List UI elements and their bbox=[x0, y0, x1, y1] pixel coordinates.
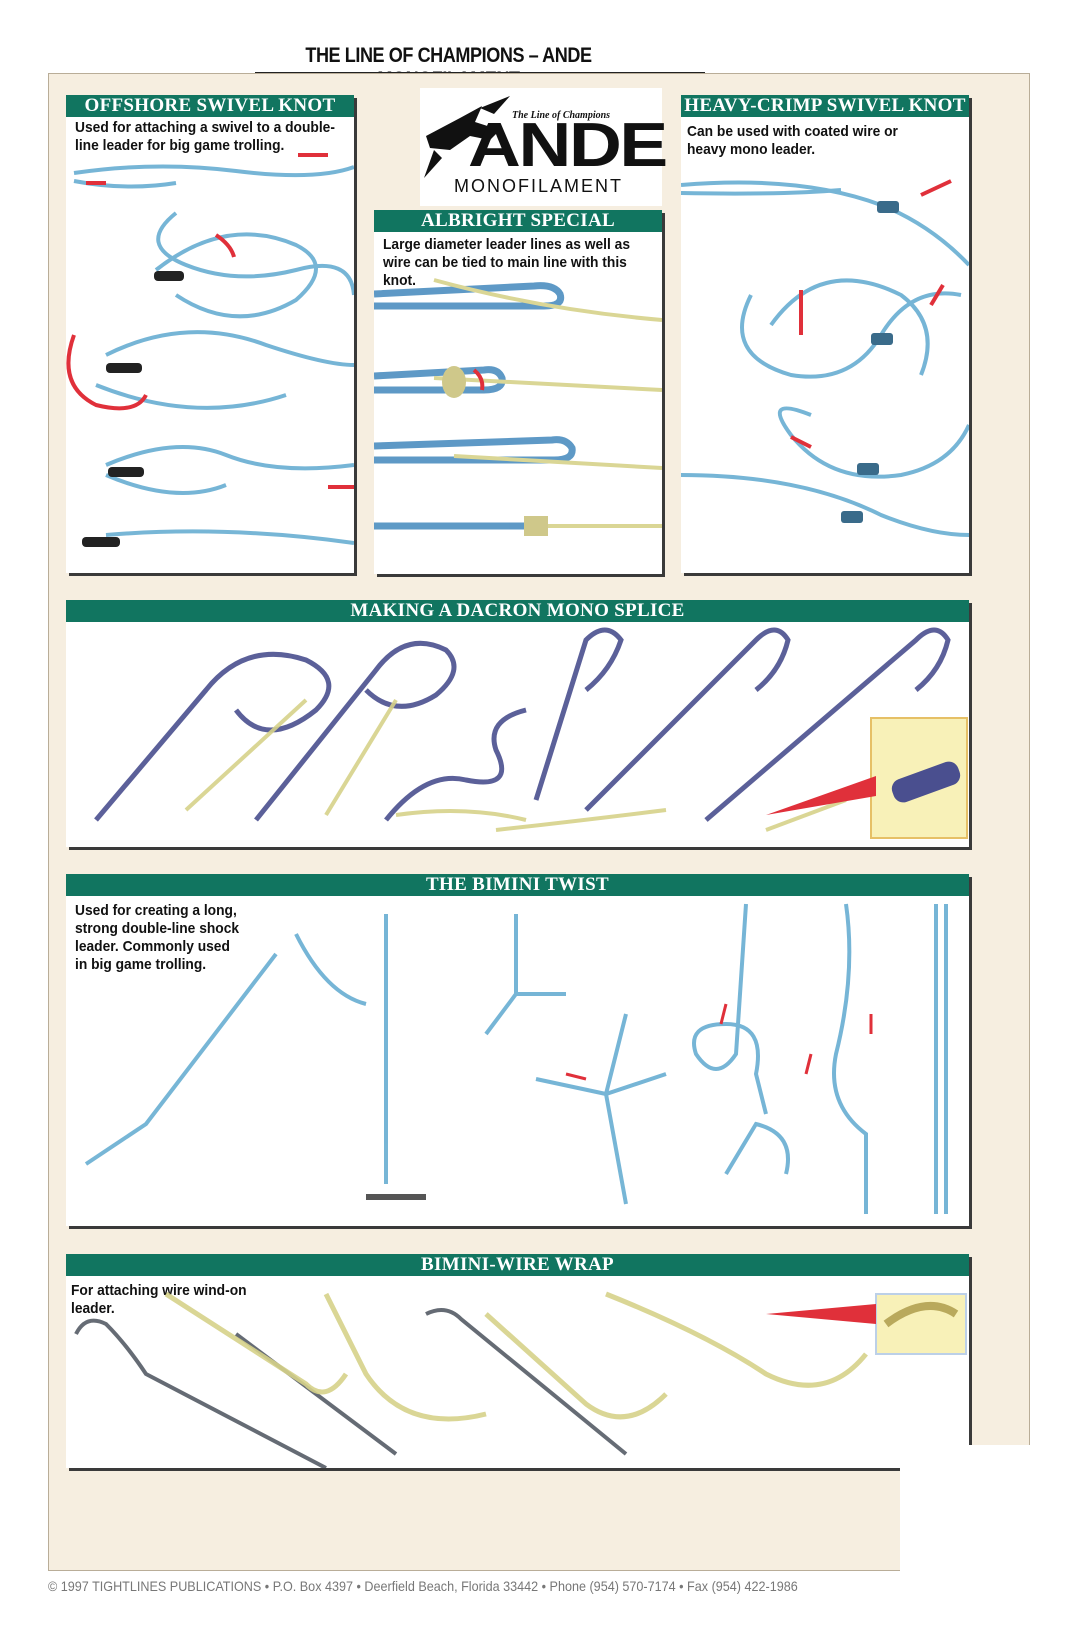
panel-offshore-swivel: OFFSHORE SWIVEL KNOT Used for attaching … bbox=[66, 95, 354, 573]
panel-title: OFFSHORE SWIVEL KNOT bbox=[66, 95, 354, 117]
panel-title: HEAVY-CRIMP SWIVEL KNOT bbox=[681, 95, 969, 117]
footer-credits: © 1997 TIGHTLINES PUBLICATIONS • P.O. Bo… bbox=[48, 1578, 798, 1594]
logo-tagline: The Line of Champions bbox=[512, 110, 611, 121]
heavy-crimp-diagram bbox=[681, 179, 969, 537]
panel-description: For attaching wire wind-on leader. bbox=[71, 1282, 247, 1317]
ande-logo: The Line of Champions ANDE MONOFILAMENT bbox=[420, 88, 668, 206]
panel-description: Can be used with coated wire or heavy mo… bbox=[687, 123, 898, 158]
panel-albright: ALBRIGHT SPECIAL Large diameter leader l… bbox=[374, 210, 662, 574]
panel-title: THE BIMINI TWIST bbox=[66, 874, 969, 896]
albright-diagram bbox=[374, 278, 662, 536]
panel-description: Large diameter leader lines as well as w… bbox=[383, 236, 631, 289]
panel-title: ALBRIGHT SPECIAL bbox=[374, 210, 662, 232]
cropped-corner bbox=[900, 1445, 1080, 1645]
dacron-splice-diagram bbox=[94, 627, 968, 839]
bimini-twist-diagram bbox=[84, 903, 948, 1214]
panel-bimini-twist: THE BIMINI TWIST Used for creating a lon… bbox=[66, 874, 969, 1226]
logo-brand: ANDE bbox=[468, 111, 668, 180]
bimini-wire-diagram bbox=[74, 1291, 967, 1468]
panel-description: Used for attaching a swivel to a double-… bbox=[75, 119, 335, 154]
panel-description: Used for creating a long, strong double-… bbox=[75, 902, 240, 973]
panel-dacron-splice: MAKING A DACRON MONO SPLICE bbox=[66, 600, 969, 847]
marlin-icon bbox=[424, 96, 510, 178]
offshore-swivel-diagram bbox=[66, 153, 354, 547]
logo-subtitle: MONOFILAMENT bbox=[454, 176, 624, 196]
panel-heavy-crimp: HEAVY-CRIMP SWIVEL KNOT Can be used with… bbox=[681, 95, 969, 573]
panel-title: BIMINI-WIRE WRAP bbox=[66, 1254, 969, 1276]
panel-title: MAKING A DACRON MONO SPLICE bbox=[66, 600, 969, 622]
panel-bimini-wire: BIMINI-WIRE WRAP For attaching wire wind… bbox=[66, 1254, 969, 1468]
